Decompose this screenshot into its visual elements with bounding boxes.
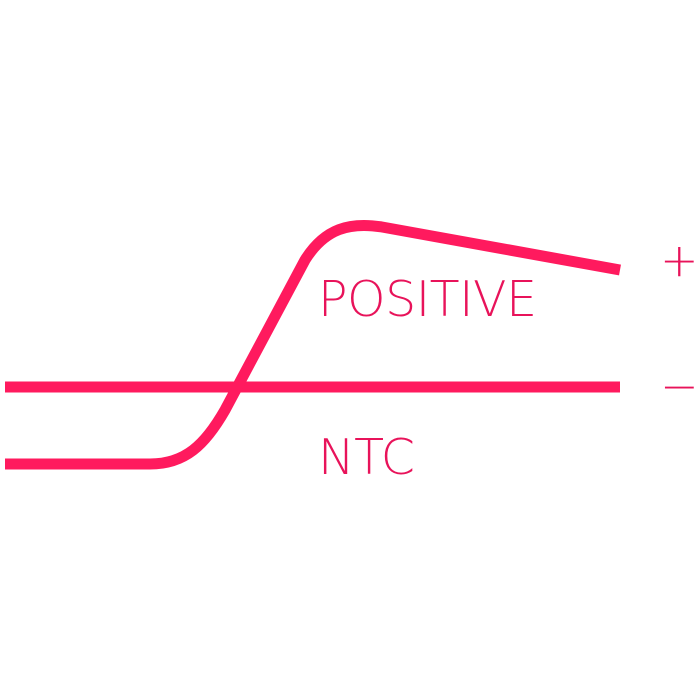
ntc-label: NTC [318,429,414,486]
signal-curve [5,219,621,470]
minus-sign: − [660,359,699,413]
plus-sign: + [660,233,699,287]
positive-label: POSITIVE [318,271,537,328]
